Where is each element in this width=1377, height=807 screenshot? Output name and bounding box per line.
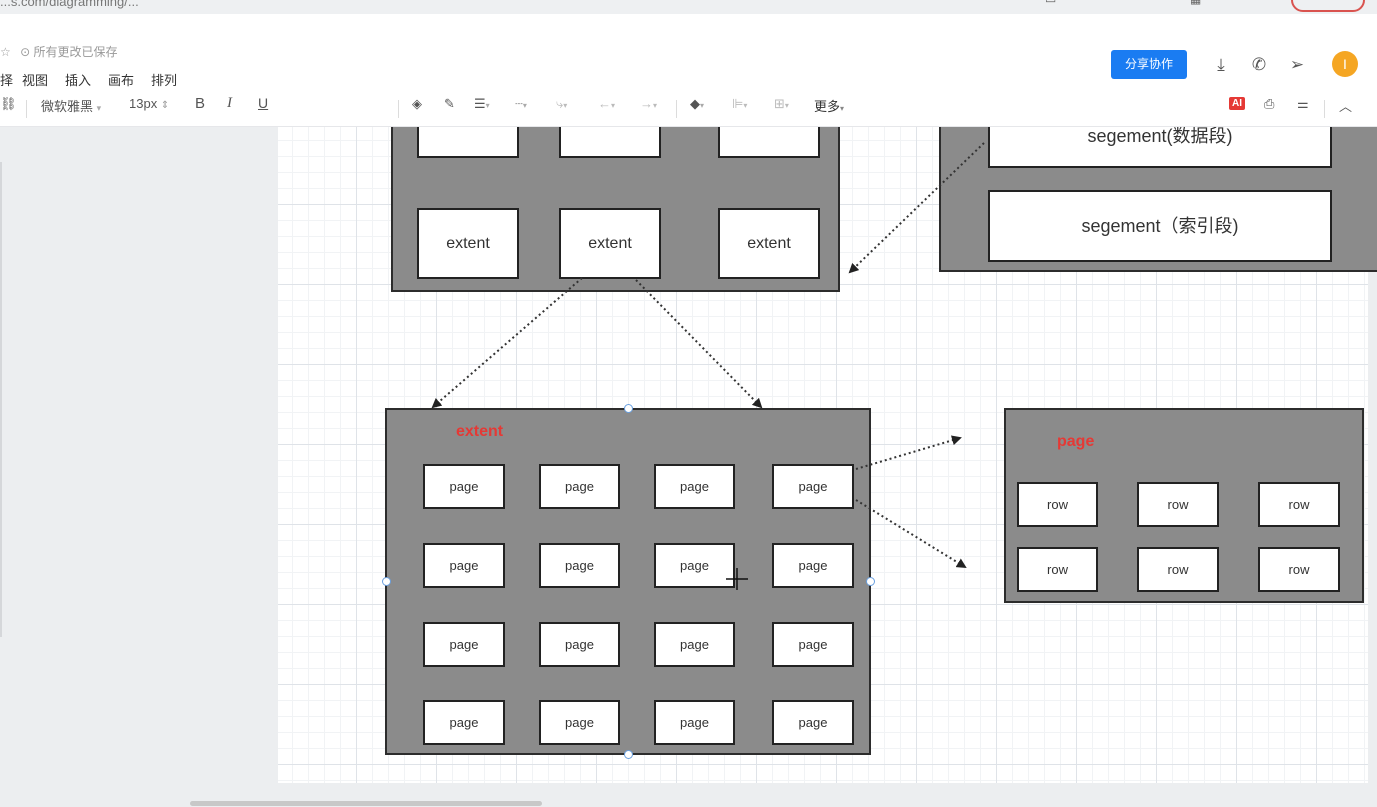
avatar[interactable]: I xyxy=(1332,51,1358,77)
crosshair-cursor-icon xyxy=(726,568,748,590)
arrow-segment-to-extent[interactable] xyxy=(848,142,985,274)
layer-icon[interactable]: ◆▾ xyxy=(690,96,705,111)
align-objects-icon[interactable]: ⊫▾ xyxy=(732,96,748,111)
page-box[interactable]: page xyxy=(423,622,505,667)
right-gutter xyxy=(1368,127,1377,807)
menu-item-canvas[interactable]: 画布 xyxy=(108,73,135,88)
font-size-select[interactable]: 13px ⇕ xyxy=(129,96,170,111)
row-box[interactable]: row xyxy=(1258,547,1340,592)
phone-icon[interactable]: ✆ xyxy=(1251,55,1267,74)
extent-container[interactable]: extent page page page page page page pag… xyxy=(385,408,871,755)
star-icon[interactable]: ☆ xyxy=(0,45,11,59)
segment-index-box[interactable]: segement（索引段) xyxy=(988,190,1332,262)
page-box[interactable]: page xyxy=(423,543,505,588)
row-box[interactable]: row xyxy=(1017,482,1098,527)
extensions-icon[interactable]: ▦ xyxy=(1190,0,1201,6)
address-url[interactable]: ...s.com/diagramming/... xyxy=(0,0,139,9)
share-button[interactable]: 分享协作 xyxy=(1111,50,1187,79)
download-icon[interactable]: ⤓ xyxy=(1217,55,1225,74)
menu-item-select[interactable]: 择 xyxy=(0,73,14,88)
page-title: page xyxy=(1057,433,1095,450)
ai-icon[interactable]: AI xyxy=(1229,97,1245,110)
arrow-extent-to-detail-left[interactable] xyxy=(431,277,583,409)
resize-handle-bottom[interactable] xyxy=(624,750,633,759)
collapse-toolbar-icon[interactable]: ︿ xyxy=(1339,99,1353,114)
page-box[interactable]: page xyxy=(423,700,505,745)
resize-handle-right[interactable] xyxy=(866,577,875,586)
connector-icon[interactable]: ⤷▾ xyxy=(556,96,568,111)
toolbar-overlay-bg xyxy=(278,96,1377,127)
arrow-end-icon[interactable]: →▾ xyxy=(640,96,658,111)
arrow-start-icon[interactable]: ←▾ xyxy=(598,96,616,111)
row-box[interactable]: row xyxy=(1137,482,1219,527)
format-toolbar-top: ◈ ✎ ☰▾ ┄▾ ⤷▾ ←▾ →▾ ◆▾ ⊫▾ ⊞▾ 更多▾ AI ⎙ ⚌ ︿ xyxy=(0,96,1377,126)
extent-box[interactable]: extent xyxy=(718,208,820,279)
check-circle-icon: ⊙ xyxy=(20,45,31,59)
page-box[interactable]: page xyxy=(772,700,854,745)
save-status-text: 所有更改已保存 xyxy=(33,45,118,59)
fill-color-icon[interactable]: ◈ xyxy=(412,96,422,111)
font-family-value: 微软雅黑 xyxy=(41,99,94,114)
line-style-icon[interactable]: ┄▾ xyxy=(515,96,527,111)
menu-item-insert[interactable]: 插入 xyxy=(65,73,92,88)
font-size-value: 13px xyxy=(129,96,158,111)
bold-icon[interactable]: B xyxy=(195,95,206,112)
link-icon[interactable]: ⛓ xyxy=(0,96,17,111)
page-box[interactable]: page xyxy=(654,700,735,745)
menu-item-arrange[interactable]: 排列 xyxy=(151,73,178,88)
resize-handle-left[interactable] xyxy=(382,577,391,586)
page-box[interactable]: page xyxy=(539,464,620,509)
page-box[interactable]: page xyxy=(654,622,735,667)
row-box[interactable]: row xyxy=(1258,482,1340,527)
page-settings-icon[interactable]: ⎙ xyxy=(1264,96,1275,111)
font-family-select[interactable]: 微软雅黑 ▾ xyxy=(41,99,102,114)
more-label: 更多 xyxy=(814,99,841,114)
horizontal-scrollbar[interactable] xyxy=(190,801,542,806)
arrow-extent-to-detail-right[interactable] xyxy=(635,279,763,409)
extent-box[interactable]: extent xyxy=(417,208,519,279)
page-box[interactable]: page xyxy=(772,622,854,667)
page-box[interactable]: page xyxy=(539,543,620,588)
italic-icon[interactable]: I xyxy=(227,95,232,111)
settings-sliders-icon[interactable]: ⚌ xyxy=(1297,96,1309,111)
line-color-icon[interactable]: ✎ xyxy=(444,96,455,111)
page-box[interactable]: page xyxy=(654,543,735,588)
extent-title: extent xyxy=(456,423,504,440)
resize-handle-top[interactable] xyxy=(624,404,633,413)
minimize-icon[interactable]: ▭ xyxy=(1045,0,1056,6)
more-menu[interactable]: 更多▾ xyxy=(814,99,845,114)
group-icon[interactable]: ⊞▾ xyxy=(774,96,789,111)
save-status: ☆ ⊙ 所有更改已保存 xyxy=(0,43,118,60)
menu-item-view[interactable]: 视图 xyxy=(22,73,49,88)
arrow-page-to-rows-bottom[interactable] xyxy=(855,499,967,569)
extent-box[interactable]: extent xyxy=(559,208,661,279)
page-box[interactable]: page xyxy=(654,464,735,509)
line-width-icon[interactable]: ☰▾ xyxy=(474,96,490,111)
left-panel xyxy=(0,127,278,807)
underline-icon[interactable]: U xyxy=(258,95,269,111)
page-box[interactable]: page xyxy=(772,464,854,509)
send-icon[interactable]: ➢ xyxy=(1289,55,1305,74)
page-box[interactable]: page xyxy=(539,622,620,667)
page-box[interactable]: page xyxy=(423,464,505,509)
row-box[interactable]: row xyxy=(1137,547,1219,592)
page-box[interactable]: page xyxy=(772,543,854,588)
row-box[interactable]: row xyxy=(1017,547,1098,592)
page-container[interactable]: page row row row row row row xyxy=(1004,408,1364,603)
arrow-page-to-rows-top[interactable] xyxy=(855,435,962,470)
page-box[interactable]: page xyxy=(539,700,620,745)
